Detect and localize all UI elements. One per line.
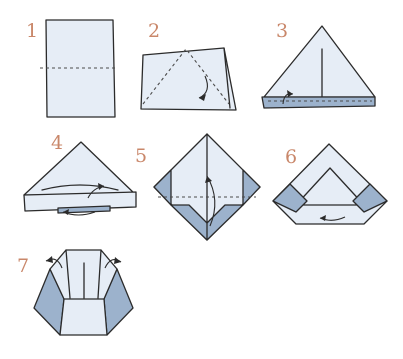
step-3-bottom-strip xyxy=(262,97,375,108)
step-4: 4 xyxy=(24,132,136,215)
step-7: 7 xyxy=(17,250,133,335)
step-5-number: 5 xyxy=(135,145,147,167)
step-6-number: 6 xyxy=(285,146,297,168)
step-7-left-arrow-head xyxy=(46,256,53,263)
step-1-sheet xyxy=(46,20,115,117)
step-4-triangle xyxy=(24,142,136,195)
step-1: 1 xyxy=(26,20,118,117)
step-1-number: 1 xyxy=(26,20,38,42)
step-6: 6 xyxy=(273,144,387,224)
step-2-folded-sheet xyxy=(141,48,236,110)
step-3: 3 xyxy=(262,20,375,108)
step-5-right-flap xyxy=(243,170,260,205)
step-2-number: 2 xyxy=(148,20,160,42)
step-3-number: 3 xyxy=(276,20,288,42)
step-5: 5 xyxy=(135,134,260,240)
step-5-left-flap xyxy=(154,170,171,205)
step-7-right-arrow-head xyxy=(114,257,121,264)
step-2: 2 xyxy=(141,20,236,110)
step-4-number: 4 xyxy=(51,132,63,154)
step-7-number: 7 xyxy=(17,255,29,277)
